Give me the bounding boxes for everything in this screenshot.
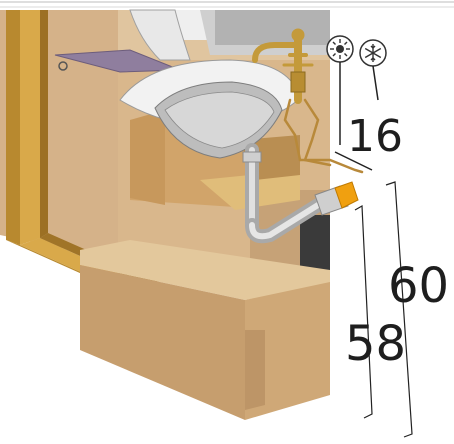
dimension-label-16: 16 (347, 111, 403, 162)
dimension-label-58: 58 (345, 316, 407, 372)
outlet-cap (314, 181, 359, 216)
dimension-label-60: 60 (388, 258, 450, 314)
dimension-line-16 (334, 151, 373, 171)
dimension-line-58 (354, 204, 373, 419)
shelf-bracket (58, 61, 68, 71)
supply-lines (283, 98, 364, 174)
basin (119, 9, 301, 159)
dimension-line-60 (385, 181, 413, 438)
sun-icon (326, 35, 354, 63)
drain-pipe (242, 143, 325, 244)
cabinet-floor (80, 240, 330, 420)
brass-faucet (252, 28, 314, 104)
top-edge-lines (0, 1, 454, 8)
icon-leader-lines (339, 62, 379, 145)
snowflake-icon (359, 39, 387, 67)
